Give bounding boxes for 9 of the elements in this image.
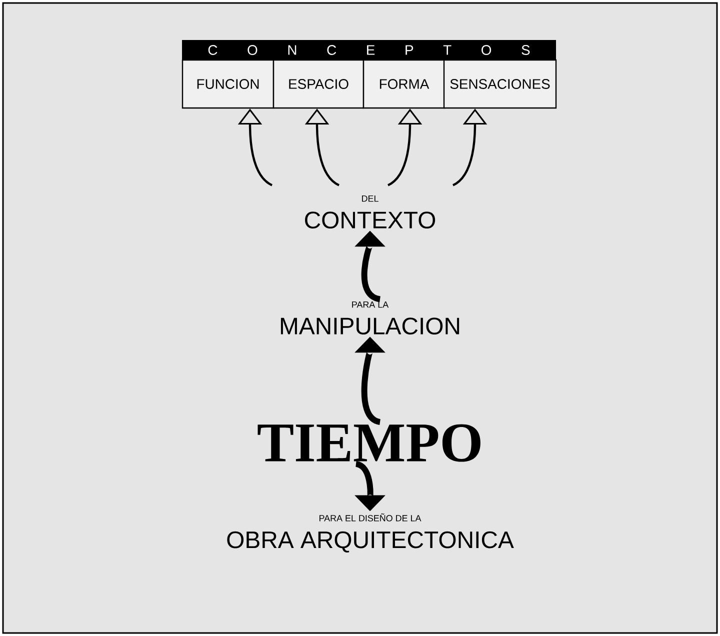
caption-text: PARA EL DISEÑO DE LA OBRA ARQUITECTONICA — [227, 513, 514, 553]
concept-cell: ESPACIO — [272, 59, 364, 109]
concept-cell: FORMA — [362, 59, 446, 109]
caption-text: DEL CONTEXTO — [305, 195, 436, 229]
concept-cell: SENSACIONES — [443, 59, 557, 109]
header-bar: C O N C E P T O S — [182, 40, 556, 60]
title-word: TIEMPO — [258, 424, 480, 462]
concept-cell: FUNCION — [182, 59, 274, 109]
caption-text: PARA LA MANIPULACION — [280, 301, 460, 335]
